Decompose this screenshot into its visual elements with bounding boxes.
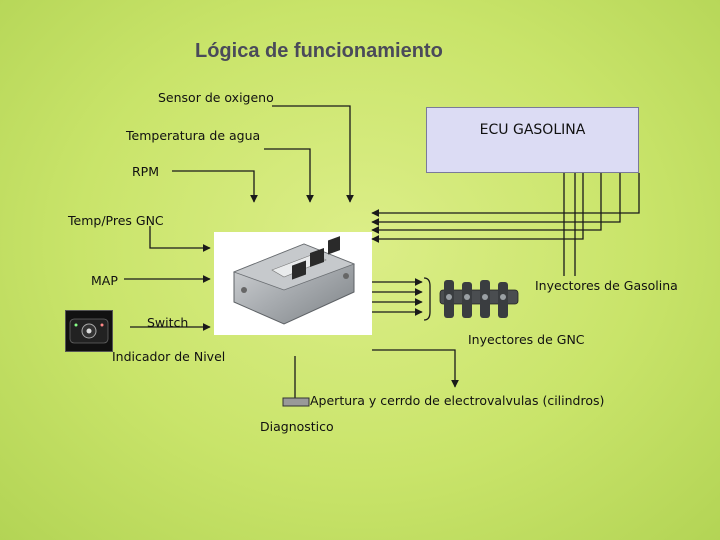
oxygen-sensor-line (272, 105, 354, 203)
injector-bracket (423, 277, 431, 321)
water-temp-line (264, 148, 314, 203)
ecu-line-1 (371, 173, 640, 217)
label-diagnostico: Diagnostico (260, 419, 334, 434)
label-electrovalvulas: Apertura y cerrdo de electrovalvulas (ci… (310, 393, 605, 408)
label-temperatura-agua: Temperatura de agua (126, 128, 261, 143)
temp-pres-line (149, 226, 211, 252)
diagram-title: Lógica de funcionamiento (195, 40, 443, 62)
label-inyectores-gasolina: Inyectores de Gasolina (535, 278, 678, 293)
injectors-image (432, 276, 524, 324)
diagnostic-plug (282, 397, 310, 407)
ecu-line-3 (371, 173, 602, 234)
switch-indicator-image (65, 310, 113, 352)
ecu-line-4 (371, 173, 584, 243)
ecu-line-2 (371, 173, 621, 226)
label-rpm: RPM (132, 164, 160, 179)
ecu-gasolina-label: ECU GASOLINA (479, 122, 586, 138)
rpm-line (172, 170, 258, 203)
label-temp-pres-gnc: Temp/Pres GNC (68, 213, 164, 228)
label-switch: Switch (147, 315, 189, 330)
ecu-gasolina-box: ECU GASOLINA (426, 107, 639, 173)
label-sensor-oxigeno: Sensor de oxigeno (158, 90, 274, 105)
label-inyectores-gnc: Inyectores de GNC (468, 332, 585, 347)
label-indicador-nivel: Indicador de Nivel (112, 349, 226, 364)
gnc-ecu-image (214, 232, 372, 335)
label-map: MAP (91, 273, 118, 288)
electrovalve-line (372, 349, 459, 388)
